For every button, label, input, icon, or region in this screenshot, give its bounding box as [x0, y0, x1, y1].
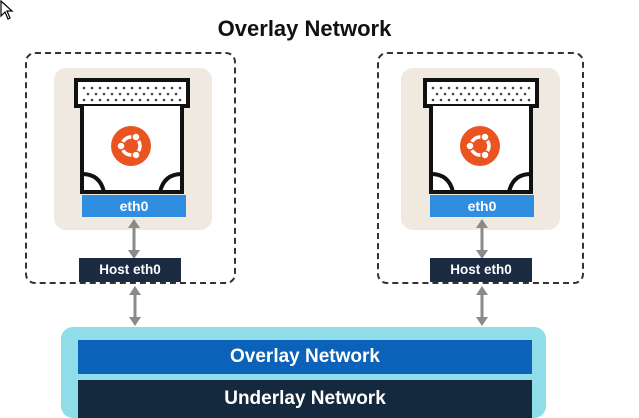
mouse-cursor-icon [0, 0, 14, 20]
double-arrow-icon [129, 286, 141, 326]
double-arrow-icon [476, 286, 488, 326]
host-eth0-right: Host eth0 [430, 258, 532, 282]
host-box-right [377, 52, 584, 284]
ubuntu-logo-icon [111, 126, 151, 166]
host-box-left [25, 52, 236, 284]
diagram-title: Overlay Network [217, 16, 392, 41]
ubuntu-logo-icon [460, 126, 500, 166]
container-eth0-left: eth0 [82, 195, 186, 217]
underlay-network-bar: Underlay Network [78, 380, 532, 418]
container-eth0-right: eth0 [430, 195, 534, 217]
double-arrow-icon [476, 219, 488, 259]
overlay-network-bar: Overlay Network [78, 340, 532, 374]
container-icon-right [423, 78, 539, 194]
double-arrow-icon [128, 219, 140, 259]
host-eth0-left: Host eth0 [79, 258, 181, 282]
container-icon-left [74, 78, 190, 194]
